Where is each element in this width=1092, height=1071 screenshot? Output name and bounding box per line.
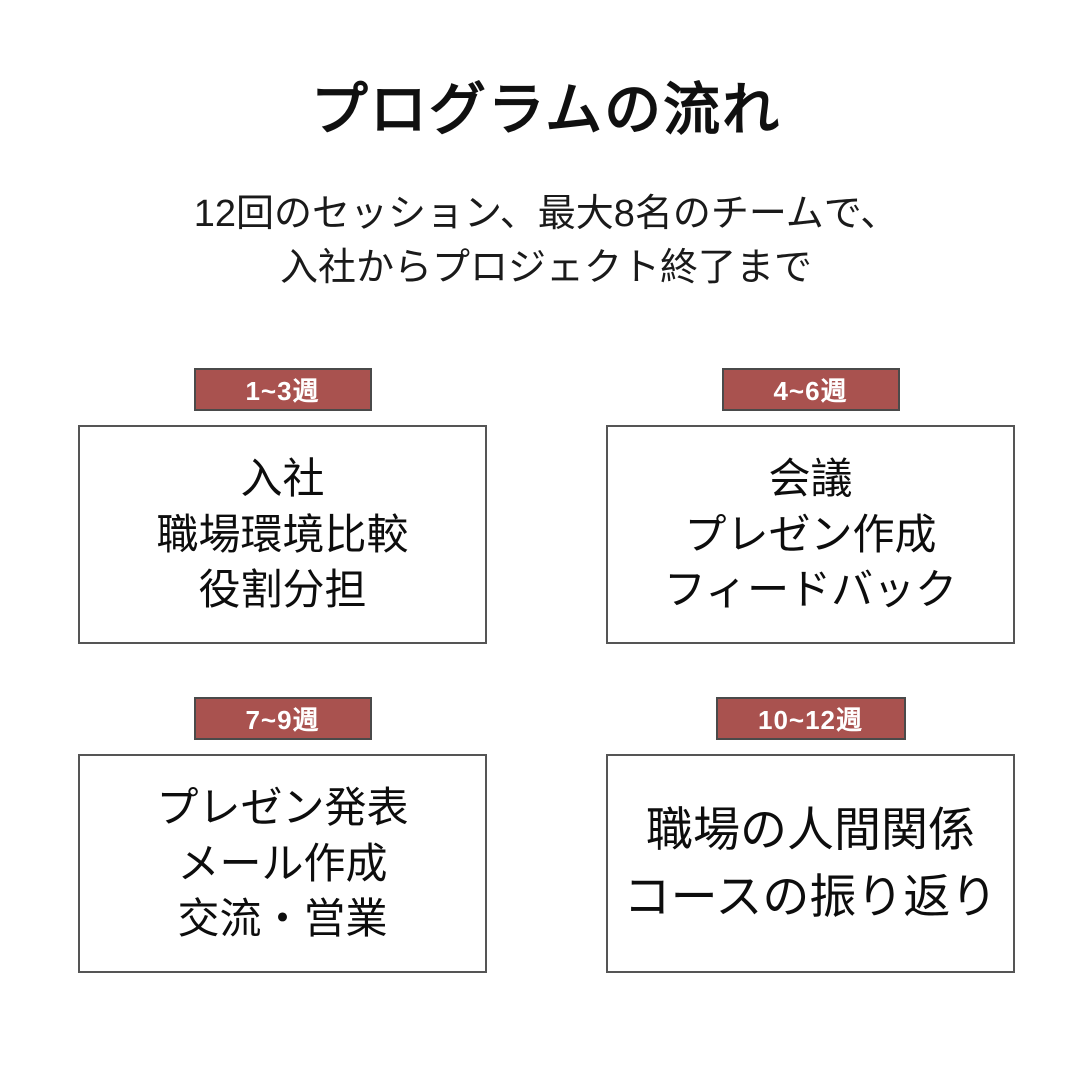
phase-4-line-1: 職場の人間関係 — [646, 802, 975, 856]
page-title: プログラムの流れ — [310, 78, 782, 142]
page-subtitle: 12回のセッション、最大8名のチームで、 入社からプロジェクト終了まで — [0, 188, 1092, 296]
phase-badge-3: 7~9週 — [193, 697, 372, 740]
phase-3-line-3: 交流・営業 — [177, 895, 388, 943]
phase-1-line-2: 職場環境比較 — [156, 510, 409, 558]
phase-card-body-4: 職場の人間関係 コースの振り返り — [606, 754, 1015, 973]
phase-card-3: 7~9週 プレゼン発表 メール作成 交流・営業 — [78, 697, 487, 973]
subtitle-line-2: 入社からプロジェクト終了まで — [279, 246, 812, 289]
subtitle-line-1: 12回のセッション、最大8名のチームで、 — [193, 192, 899, 235]
phase-card-2: 4~6週 会議 プレゼン作成 フィードバック — [606, 368, 1015, 644]
phase-3-line-2: メール作成 — [177, 839, 388, 887]
phase-card-body-2: 会議 プレゼン作成 フィードバック — [606, 425, 1015, 644]
phase-2-line-2: プレゼン作成 — [684, 510, 937, 558]
phase-card-4: 10~12週 職場の人間関係 コースの振り返り — [606, 697, 1015, 973]
phase-card-body-3: プレゼン発表 メール作成 交流・営業 — [78, 754, 487, 973]
phase-badge-1: 1~3週 — [193, 368, 372, 411]
phase-2-line-1: 会議 — [768, 454, 853, 502]
phase-1-line-3: 役割分担 — [198, 566, 367, 614]
phase-card-1: 1~3週 入社 職場環境比較 役割分担 — [78, 368, 487, 644]
phase-2-line-3: フィードバック — [663, 566, 958, 614]
program-phase-grid: 1~3週 入社 職場環境比較 役割分担 4~6週 会議 プレゼン作成 フィードバ… — [0, 368, 1092, 988]
phase-badge-4: 10~12週 — [715, 697, 906, 740]
phase-1-line-1: 入社 — [240, 454, 325, 502]
phase-4-line-2: コースの振り返り — [623, 869, 998, 923]
phase-3-line-1: プレゼン発表 — [156, 783, 409, 831]
slide-header: プログラムの流れ 12回のセッション、最大8名のチームで、 入社からプロジェクト… — [0, 78, 1092, 295]
phase-card-body-1: 入社 職場環境比較 役割分担 — [78, 425, 487, 644]
phase-badge-2: 4~6週 — [721, 368, 900, 411]
